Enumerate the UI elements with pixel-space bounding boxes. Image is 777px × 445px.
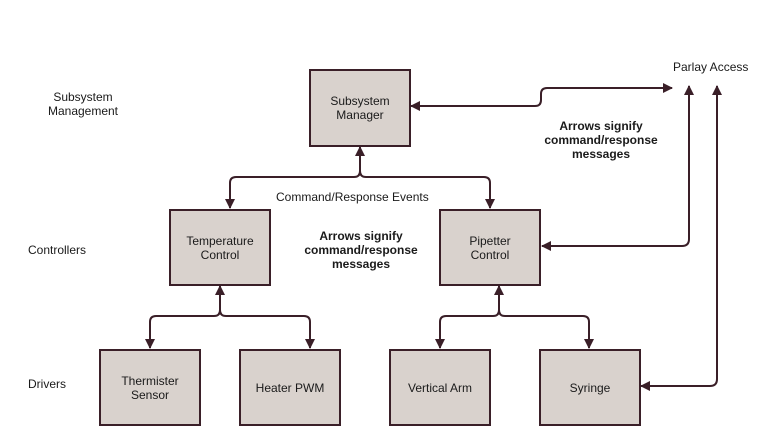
syringe-box: Syringe xyxy=(539,349,641,426)
vertical-arm-box: Vertical Arm xyxy=(389,349,491,426)
arrow-note-top: Arrows signify command/response messages xyxy=(544,119,658,161)
arrow-pipetter-to-syringe xyxy=(498,309,594,349)
pipetter-control-box: Pipetter Control xyxy=(439,209,541,286)
heater-pwm-box: Heater PWM xyxy=(239,349,341,426)
layer-label-management: Subsystem Management xyxy=(47,90,119,118)
thermister-sensor-box: Thermister Sensor xyxy=(99,349,201,426)
arrow-manager-parlay xyxy=(410,83,673,111)
arrow-temperature-to-heater xyxy=(219,309,315,349)
arrow-pipetter-parlay xyxy=(541,85,694,251)
arrow-manager-to-pipetter xyxy=(359,170,495,209)
parlay-access-label: Parlay Access xyxy=(673,60,749,74)
layer-label-controllers: Controllers xyxy=(28,243,87,257)
temperature-control-box: Temperature Control xyxy=(169,209,271,286)
arrow-pipetter-to-vertical-arm xyxy=(435,285,504,349)
arrow-temperature-to-thermister xyxy=(145,285,225,349)
arrow-syringe-parlay xyxy=(640,85,722,391)
layer-label-drivers: Drivers xyxy=(28,377,66,391)
subsystem-manager-box: Subsystem Manager xyxy=(309,69,411,147)
arrow-note-middle: Arrows signify command/response messages xyxy=(304,229,418,271)
command-response-events-label: Command/Response Events xyxy=(276,190,429,204)
